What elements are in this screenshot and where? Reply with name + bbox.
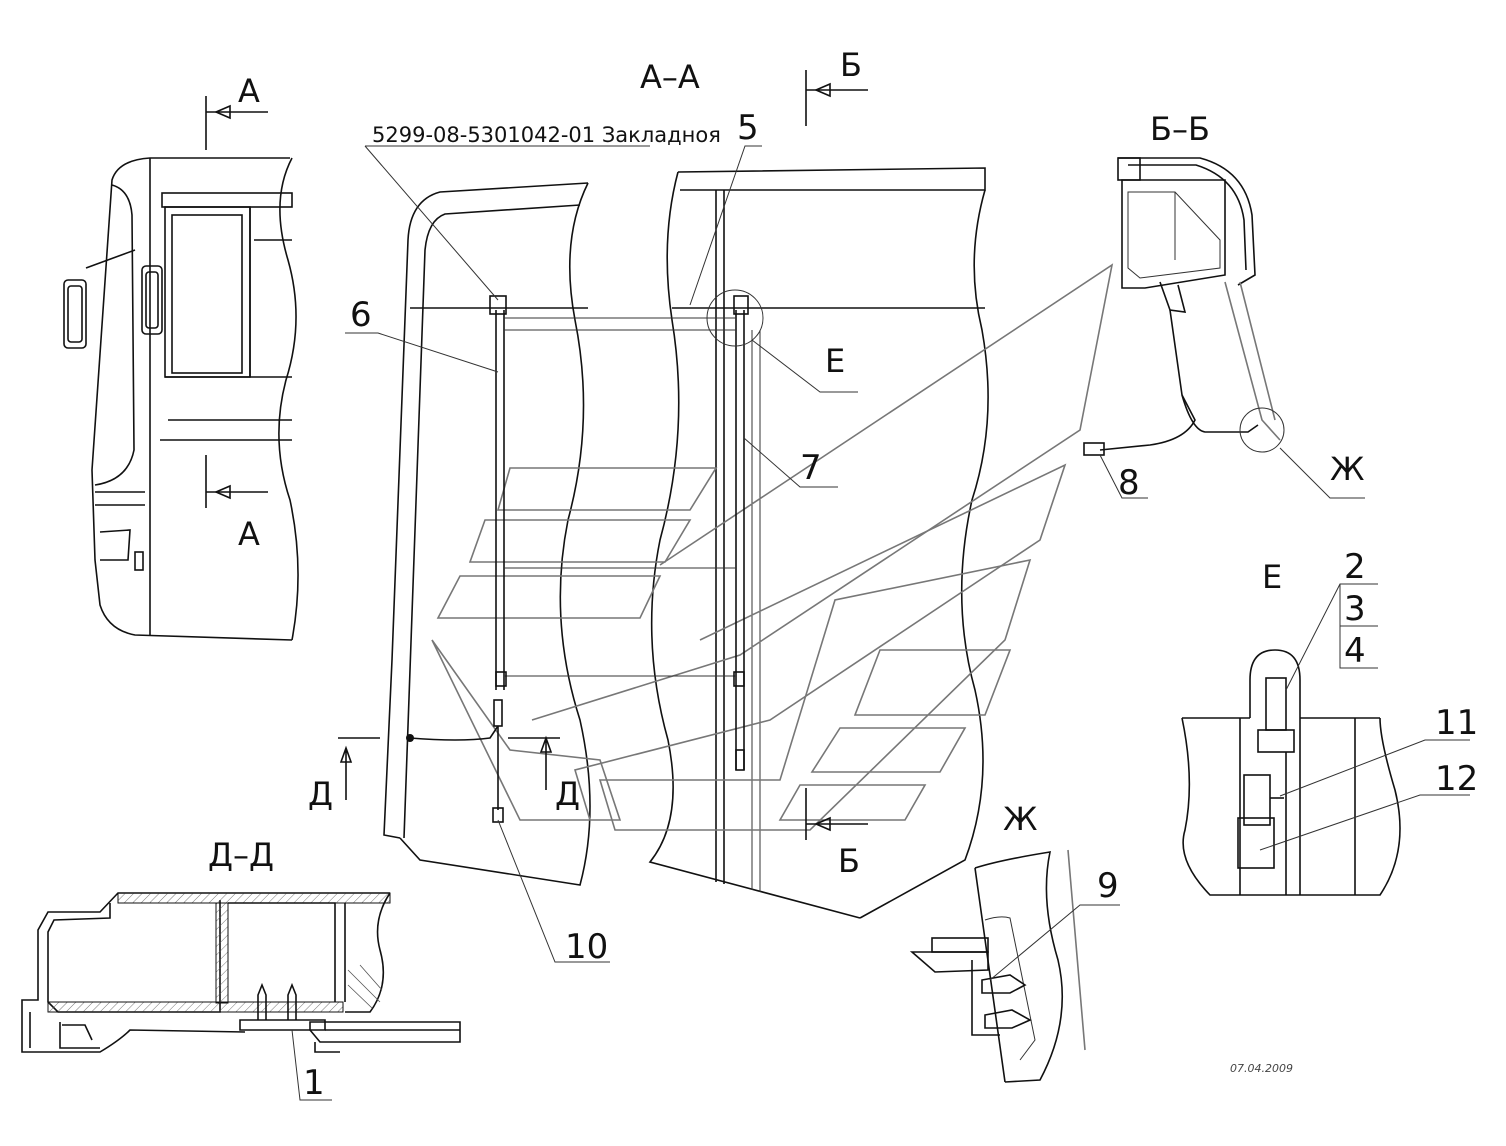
cut-mark-d-right: Д [555, 775, 580, 813]
callout-e-label: Е [825, 342, 845, 380]
cut-mark-b-top: Б [840, 46, 862, 84]
section-title-a-a: А–А [640, 58, 700, 96]
callout-6: 6 [350, 295, 372, 335]
cut-mark-d-left: Д [308, 775, 333, 813]
callout-11: 11 [1435, 703, 1478, 743]
callout-7: 7 [800, 448, 822, 488]
callout-2: 2 [1344, 547, 1366, 587]
callout-3: 3 [1344, 589, 1366, 629]
callout-1: 1 [303, 1063, 325, 1103]
section-title-b-b: Б–Б [1150, 110, 1210, 148]
bus-side-view: А А [63, 72, 299, 641]
detail-e-view: Е 2 3 4 11 12 [1181, 547, 1478, 896]
callout-8: 8 [1118, 463, 1140, 503]
detail-zh-view: Ж 9 [909, 800, 1120, 1083]
date-stamp: 07.04.2009 [1230, 1062, 1293, 1075]
section-a-a-view: А–А [308, 46, 1114, 967]
cut-mark-b-bottom: Б [838, 842, 860, 880]
callout-5: 5 [737, 108, 759, 148]
callout-zh-label: Ж [1330, 450, 1364, 488]
section-title-d-d: Д–Д [208, 836, 274, 874]
part-note: 5299-08-5301042-01 Закладноя [372, 123, 721, 147]
callout-12: 12 [1435, 759, 1478, 799]
section-b-b-view: Б–Б Ж 8 [1083, 110, 1365, 503]
cut-mark-a-top: А [238, 72, 260, 110]
detail-title-e: Е [1262, 558, 1282, 596]
callout-10: 10 [565, 927, 608, 967]
callout-4: 4 [1344, 631, 1366, 671]
section-d-d-view: Д–Д 1 [21, 836, 461, 1103]
callout-9: 9 [1097, 866, 1119, 906]
cut-mark-a-bottom: А [238, 515, 260, 553]
detail-title-zh: Ж [1003, 800, 1037, 838]
